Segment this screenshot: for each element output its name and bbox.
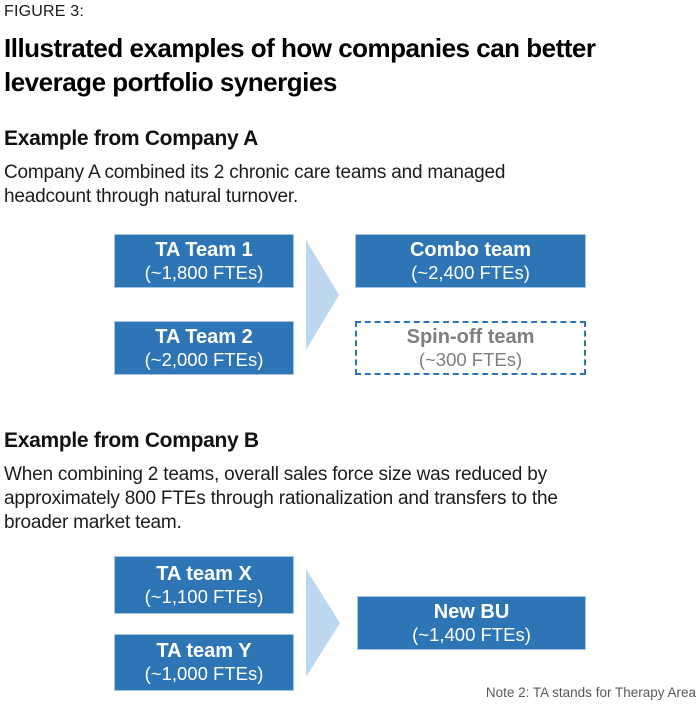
box-name: New BU xyxy=(433,600,510,623)
box-size: (~1,000 FTEs) xyxy=(144,663,264,684)
merge-arrow-icon xyxy=(306,569,340,677)
box-size: (~2,000 FTEs) xyxy=(144,348,264,370)
box-size: (~1,800 FTEs) xyxy=(144,261,264,283)
example-a-heading: Example from Company A xyxy=(4,127,259,150)
spin-off-team-box: Spin-off team (~300 FTEs) xyxy=(355,321,586,375)
box-name: TA team X xyxy=(156,562,252,585)
new-bu-box: New BU (~1,400 FTEs) xyxy=(357,596,586,650)
box-size: (~1,100 FTEs) xyxy=(144,585,264,607)
example-b-description: When combining 2 teams, overall sales fo… xyxy=(4,464,558,533)
box-name: Spin-off team xyxy=(406,325,535,348)
merge-arrow-icon xyxy=(306,240,339,350)
ta-team-x-box: TA team X (~1,100 FTEs) xyxy=(114,556,294,614)
box-size: (~1,400 FTEs) xyxy=(412,623,531,645)
figure-label: FIGURE 3: xyxy=(4,3,85,20)
page-title: Illustrated examples of how companies ca… xyxy=(4,33,596,97)
example-a-description: Company A combined its 2 chronic care te… xyxy=(4,162,506,207)
combo-team-box: Combo team (~2,400 FTEs) xyxy=(355,234,586,288)
ta-team-y-box: TA team Y (~1,000 FTEs) xyxy=(114,634,294,691)
ta-team-1-box: TA Team 1 (~1,800 FTEs) xyxy=(114,234,294,288)
box-name: TA team Y xyxy=(156,640,252,662)
box-name: TA Team 2 xyxy=(155,325,253,348)
example-b-heading: Example from Company B xyxy=(4,429,259,452)
box-size: (~2,400 FTEs) xyxy=(411,261,530,283)
ta-team-2-box: TA Team 2 (~2,000 FTEs) xyxy=(114,321,294,375)
box-name: TA Team 1 xyxy=(155,238,253,261)
footnote: Note 2: TA stands for Therapy Area xyxy=(485,685,696,700)
box-name: Combo team xyxy=(409,238,532,261)
box-size: (~300 FTEs) xyxy=(418,348,523,370)
